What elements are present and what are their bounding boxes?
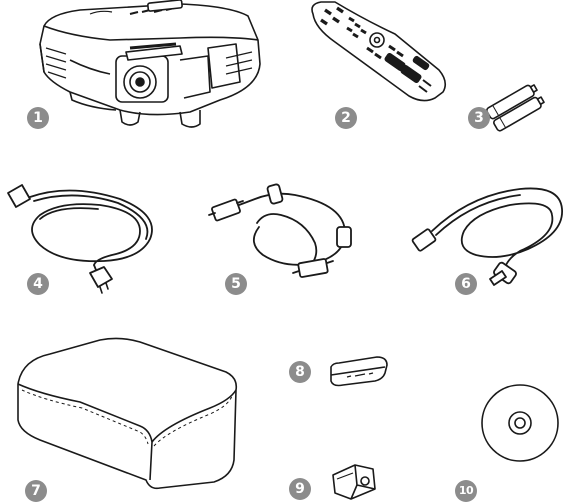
item-number-badge: 2 <box>335 107 357 129</box>
cd-rom-item: 10 <box>450 375 574 502</box>
batteries-item: 3 <box>465 80 555 135</box>
power-cord-icon <box>0 175 170 300</box>
projector-icon <box>30 0 270 135</box>
item-number-badge: 9 <box>289 478 311 500</box>
projector-item: 1 <box>30 0 270 135</box>
carrying-case-item: 7 <box>0 330 250 502</box>
item-number-badge: 7 <box>25 480 47 502</box>
item-number-badge: 5 <box>225 273 247 295</box>
usb-cable-icon <box>410 175 574 300</box>
item-number-badge: 1 <box>27 107 49 129</box>
item-number-badge: 8 <box>289 361 311 383</box>
wireless-lan-module-item: 8 <box>285 355 395 400</box>
item-number-badge: 4 <box>27 273 49 295</box>
power-cord-item: 4 <box>0 175 170 300</box>
vga-cable-item: 5 <box>195 175 375 300</box>
item-number-badge: 6 <box>455 273 477 295</box>
item-number-badge: 3 <box>468 107 490 129</box>
remote-control-item: 2 <box>305 0 455 130</box>
module-cover-item: 9 <box>285 455 395 502</box>
remote-control-icon <box>305 0 455 130</box>
usb-cable-item: 6 <box>410 175 574 300</box>
item-number-badge: 10 <box>455 480 477 502</box>
soft-carrying-case-icon <box>0 330 250 502</box>
vga-cable-icon <box>195 175 375 300</box>
